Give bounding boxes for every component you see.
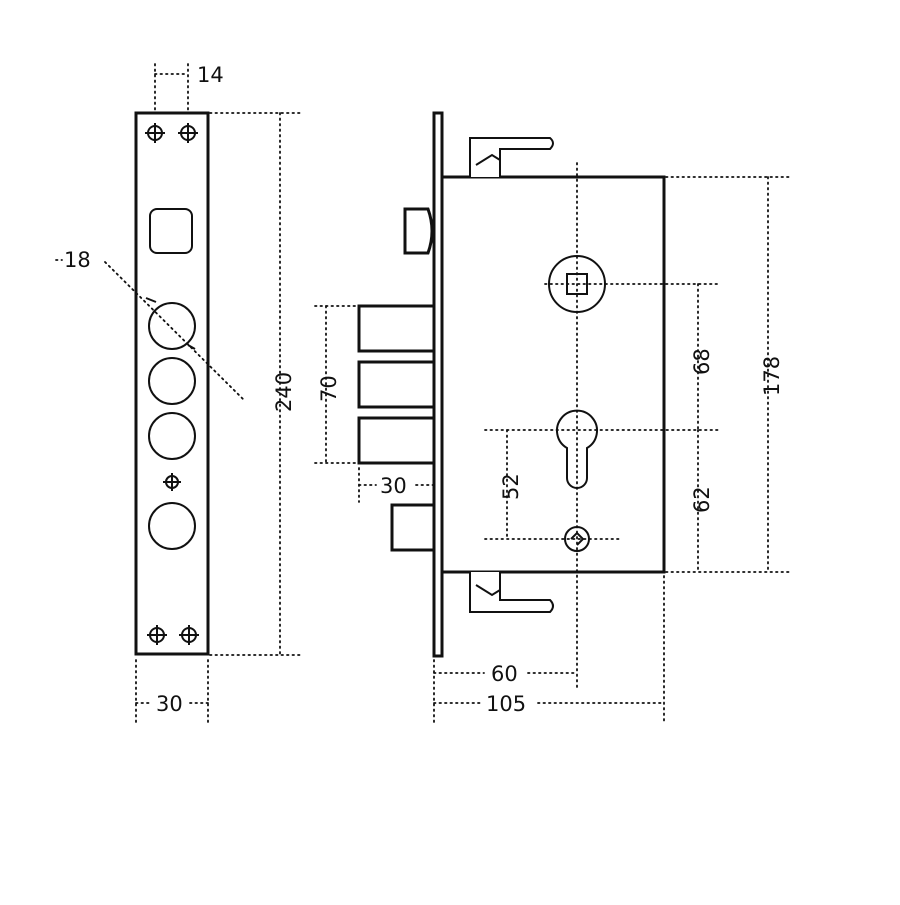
dimension-bolt-projection: 30 — [358, 467, 435, 503]
dimension-faceplate-width: 30 — [135, 659, 209, 723]
side-view: 70 30 52 68 62 178 — [314, 111, 791, 723]
bottom-bracket — [469, 572, 554, 613]
dimension-key-to-cylinder: 52 — [499, 429, 523, 540]
latch-opening — [149, 208, 193, 254]
top-bracket — [469, 137, 554, 177]
dimension-label: 14 — [197, 63, 224, 87]
bolt-hole — [148, 502, 196, 550]
dimension-label: 30 — [156, 692, 183, 716]
dimension-label: 68 — [690, 348, 714, 375]
bolt-hole — [148, 357, 196, 405]
dimension-cylinder-to-bottom: 62 — [690, 429, 714, 573]
screw-icon — [145, 123, 165, 143]
dimension-label: 105 — [486, 692, 526, 716]
lock-case — [440, 175, 666, 574]
bolt-hole — [148, 412, 196, 460]
dimension-label: 70 — [317, 375, 341, 402]
screw-icon — [179, 625, 199, 645]
dimension-case-depth: 105 — [433, 575, 665, 723]
dimension-label: 240 — [272, 372, 296, 412]
latch — [403, 207, 434, 255]
screw-icon — [163, 473, 181, 491]
lower-bolt — [390, 503, 436, 552]
dimension-bolt-span: 70 — [314, 305, 360, 464]
screw-icon — [178, 123, 198, 143]
dimension-label: 30 — [380, 474, 407, 498]
deadbolt — [357, 304, 436, 353]
deadbolt — [357, 360, 436, 409]
dimension-faceplate-height: 240 — [209, 112, 301, 656]
dimension-hole-diameter: 18 — [55, 248, 245, 401]
dimension-label: 62 — [690, 486, 714, 513]
dimension-label: 52 — [499, 473, 523, 500]
dimension-label: 178 — [760, 356, 784, 396]
dimension-label: 60 — [491, 662, 518, 686]
dimension-case-height: 178 — [665, 176, 791, 573]
front-view: 14 18 240 30 — [55, 63, 301, 723]
dimension-handle-to-cylinder: 68 — [690, 283, 714, 431]
deadbolt — [357, 416, 436, 465]
screw-icon — [147, 625, 167, 645]
dimension-screw-spacing: 14 — [154, 63, 224, 114]
dimension-label: 18 — [64, 248, 91, 272]
dimension-backset: 60 — [433, 659, 578, 723]
bolt-hole — [148, 302, 196, 350]
